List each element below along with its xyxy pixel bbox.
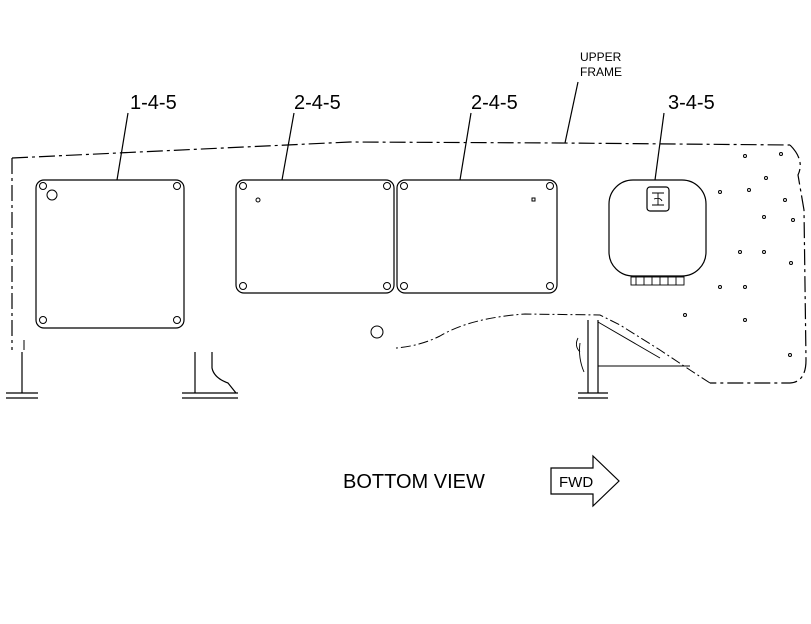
- drain-hole: [370, 325, 384, 339]
- callout-panel-1: 1-4-5: [130, 92, 177, 114]
- access-panel-2a: [235, 179, 395, 294]
- upper-frame-label-line-2: FRAME: [580, 65, 622, 79]
- support-legs: [6, 320, 690, 399]
- forward-arrow-label: FWD: [559, 474, 593, 491]
- access-panel-3: [608, 179, 707, 286]
- callout-panel-2b: 2-4-5: [471, 92, 518, 114]
- upper-frame-outline: [11, 141, 807, 384]
- callout-leaders: [116, 81, 665, 181]
- access-panel-2b: [396, 179, 558, 294]
- view-caption: BOTTOM VIEW: [343, 471, 485, 493]
- upper-frame-label-line-1: UPPER: [580, 50, 622, 64]
- forward-rivets: [683, 152, 795, 357]
- forward-direction-arrow: FWD: [550, 454, 620, 508]
- callout-panel-3: 3-4-5: [668, 92, 715, 114]
- access-panel-1: [35, 179, 185, 329]
- callout-panel-2a: 2-4-5: [294, 92, 341, 114]
